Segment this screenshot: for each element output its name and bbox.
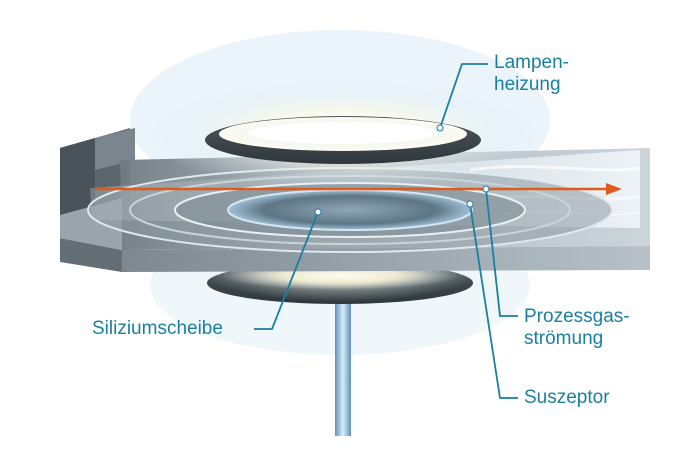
leader-susceptor	[469, 203, 518, 399]
leader-wafer	[254, 211, 319, 330]
label-gas-line1: Prozessgas-	[524, 306, 630, 327]
leader-gas	[485, 188, 518, 317]
label-lamp-line2: heizung	[494, 74, 561, 95]
marker-susceptor	[466, 200, 474, 208]
marker-wafer	[314, 208, 322, 216]
susceptor-stem	[335, 300, 351, 436]
label-susceptor-text: Suszeptor	[524, 387, 610, 408]
label-lamp-heating: Lampen- heizung	[494, 52, 569, 96]
label-susceptor: Suszeptor	[524, 387, 610, 409]
label-lamp-line1: Lampen-	[494, 52, 569, 73]
label-process-gas-flow: Prozessgas- strömung	[524, 306, 630, 350]
top-lamp	[143, 80, 543, 190]
label-silicon-wafer: Siliziumscheibe	[92, 318, 223, 340]
marker-lamp	[436, 124, 444, 132]
leader-lines	[254, 63, 518, 399]
silicon-wafer	[227, 189, 473, 231]
marker-gas	[482, 185, 490, 193]
leader-lamp	[439, 63, 488, 129]
label-gas-line2: strömung	[524, 328, 604, 349]
label-wafer-text: Siliziumscheibe	[92, 318, 223, 339]
